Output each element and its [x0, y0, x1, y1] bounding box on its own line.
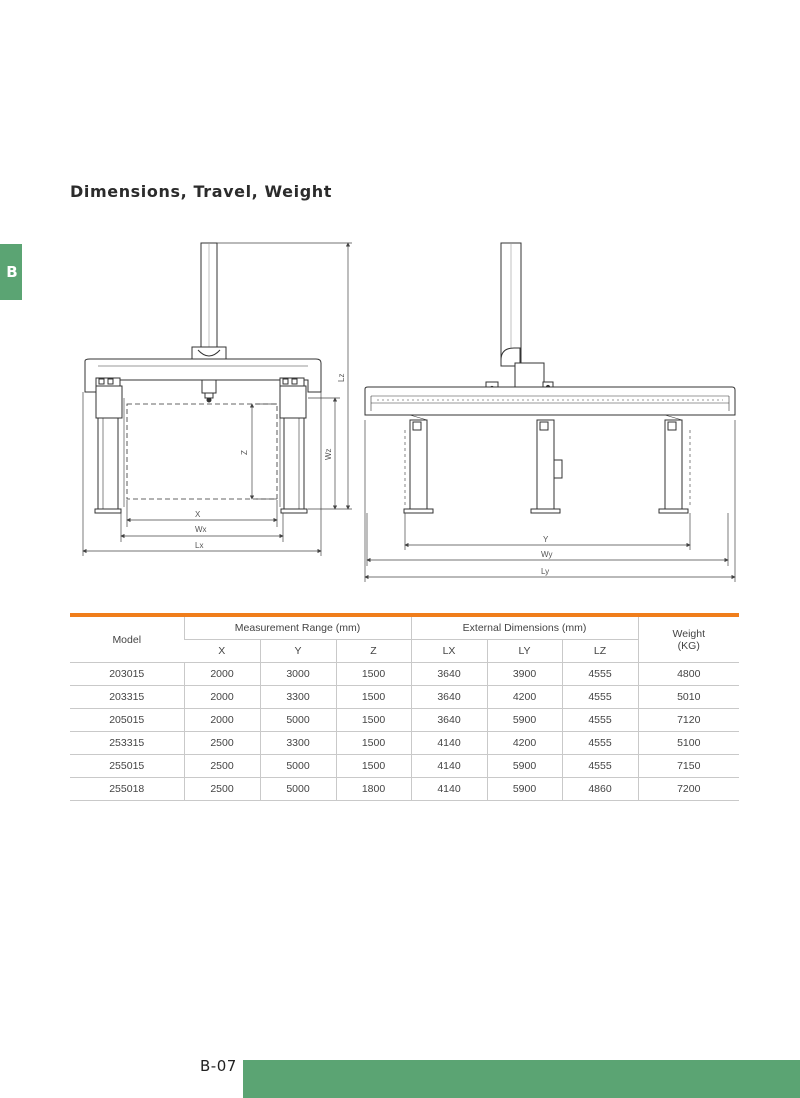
cell-z: 1800 — [335, 777, 411, 801]
subheader-lx: LX — [410, 639, 487, 663]
subheader-ly: LY — [486, 639, 562, 663]
table-subheader-row: X Y Z LX LY LZ — [70, 639, 739, 663]
cell-model: 255015 — [70, 754, 184, 778]
cell-ly: 5900 — [486, 777, 562, 801]
cell-lz: 4555 — [561, 662, 639, 686]
technical-drawing: X Wx Lx Z Wz Lz — [82, 242, 736, 582]
cell-lz: 4555 — [561, 685, 639, 709]
cell-weight: 7200 — [637, 777, 740, 801]
cell-x: 2500 — [183, 777, 260, 801]
cell-model: 253315 — [70, 731, 184, 755]
table-row: 203015 2000 3000 1500 3640 3900 4555 480… — [70, 662, 740, 686]
cell-lz: 4555 — [561, 708, 639, 732]
table-row: 255015 2500 5000 1500 4140 5900 4555 715… — [70, 754, 740, 778]
cell-lx: 3640 — [410, 662, 487, 686]
table-row: 205015 2000 5000 1500 3640 5900 4555 712… — [70, 708, 740, 732]
subheader-z: Z — [335, 639, 411, 663]
cell-lz: 4555 — [561, 754, 639, 778]
subheader-x: X — [184, 639, 260, 663]
dim-label-x: X — [195, 510, 201, 519]
header-model: Model — [70, 617, 184, 663]
dim-label-lx: Lx — [195, 541, 203, 550]
header-external-dimensions: External Dimensions (mm) — [410, 617, 639, 640]
side-view-drawing — [364, 242, 736, 514]
cell-lx: 4140 — [410, 754, 487, 778]
cell-y: 3300 — [259, 685, 336, 709]
cell-weight: 7120 — [637, 708, 740, 732]
cell-model: 255018 — [70, 777, 184, 801]
cell-ly: 5900 — [486, 708, 562, 732]
table-row: 253315 2500 3300 1500 4140 4200 4555 510… — [70, 731, 740, 755]
section-title: Dimensions, Travel, Weight — [70, 182, 333, 201]
dim-label-ly: Ly — [541, 567, 549, 576]
cell-weight: 7150 — [637, 754, 740, 778]
cell-x: 2500 — [183, 731, 260, 755]
table-row: 203315 2000 3300 1500 3640 4200 4555 501… — [70, 685, 740, 709]
cell-z: 1500 — [335, 754, 411, 778]
cell-ly: 4200 — [486, 731, 562, 755]
subheader-y: Y — [259, 639, 336, 663]
dim-label-wx: Wx — [195, 525, 207, 534]
cell-ly: 4200 — [486, 685, 562, 709]
chapter-tab: B — [0, 244, 22, 300]
cell-lx: 3640 — [410, 685, 487, 709]
cell-weight: 5010 — [637, 685, 740, 709]
table-header-row: Model Measurement Range (mm) External Di… — [70, 617, 740, 663]
cell-z: 1500 — [335, 662, 411, 686]
cell-x: 2500 — [183, 754, 260, 778]
cell-z: 1500 — [335, 708, 411, 732]
page-number: B-07 — [200, 1057, 237, 1075]
header-weight-unit: (KG) — [677, 639, 700, 652]
cell-ly: 3900 — [486, 662, 562, 686]
dim-label-wy: Wy — [541, 550, 552, 559]
front-view-drawing — [84, 242, 322, 514]
cell-weight: 4800 — [637, 662, 740, 686]
cell-y: 3300 — [259, 731, 336, 755]
footer-bar — [243, 1060, 800, 1098]
cell-model: 203015 — [70, 662, 184, 686]
cell-lx: 4140 — [410, 731, 487, 755]
cell-x: 2000 — [183, 685, 260, 709]
subheader-lz: LZ — [561, 639, 639, 663]
spec-table: Model Measurement Range (mm) External Di… — [70, 617, 740, 801]
cell-model: 205015 — [70, 708, 184, 732]
table-top-rule — [70, 613, 739, 617]
cell-z: 1500 — [335, 685, 411, 709]
dim-label-wz: Wz — [324, 448, 333, 460]
cell-x: 2000 — [183, 708, 260, 732]
cell-y: 3000 — [259, 662, 336, 686]
cell-y: 5000 — [259, 754, 336, 778]
cell-y: 5000 — [259, 708, 336, 732]
dim-label-z: Z — [240, 450, 249, 455]
table-row: 255018 2500 5000 1800 4140 5900 4860 720… — [70, 777, 740, 801]
dim-label-y: Y — [543, 535, 549, 544]
cell-lz: 4860 — [561, 777, 639, 801]
cell-y: 5000 — [259, 777, 336, 801]
header-weight-label: Weight — [672, 627, 706, 640]
dim-label-lz: Lz — [337, 374, 346, 382]
cell-lz: 4555 — [561, 731, 639, 755]
cell-model: 203315 — [70, 685, 184, 709]
chapter-tab-label: B — [6, 263, 18, 281]
cell-z: 1500 — [335, 731, 411, 755]
cell-x: 2000 — [183, 662, 260, 686]
header-measurement-range: Measurement Range (mm) — [183, 617, 411, 640]
header-weight: Weight (KG) — [637, 617, 740, 663]
cell-lx: 3640 — [410, 708, 487, 732]
cell-weight: 5100 — [637, 731, 740, 755]
cell-ly: 5900 — [486, 754, 562, 778]
cell-lx: 4140 — [410, 777, 487, 801]
